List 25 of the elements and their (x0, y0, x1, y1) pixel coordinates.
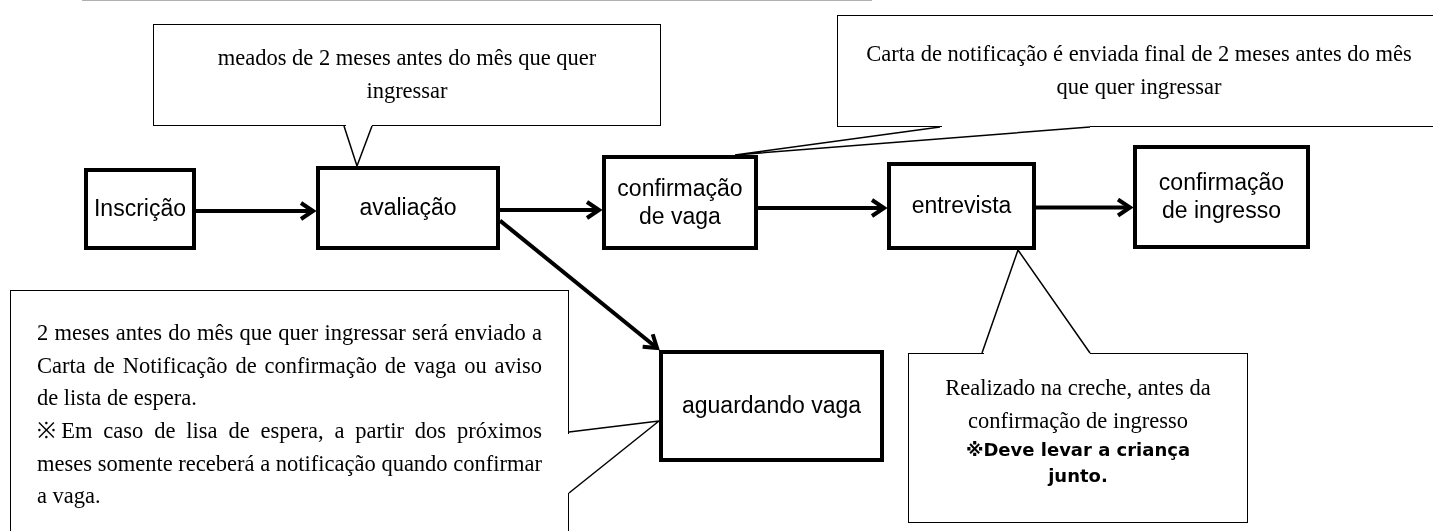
callout-pointer (734, 126, 1091, 156)
arrow (1036, 197, 1132, 218)
process-box: Inscrição (84, 168, 196, 250)
arrow (758, 198, 886, 218)
callout-text: Carta de notificação é enviada final de 2 meses antes do mês que quer ingressar (866, 40, 1412, 101)
callout-text: meados de 2 meses antes do mês que quer ingressar (216, 44, 598, 105)
process-box: avaliação (316, 166, 500, 250)
arrow (498, 219, 659, 350)
process-box: entrevista (887, 162, 1036, 250)
arrow (196, 201, 315, 221)
callout-box (908, 353, 1248, 523)
callout-note: ※Deve levar a criança junto. (964, 438, 1192, 488)
callout-box (10, 290, 569, 531)
callout-pointer (981, 249, 1091, 354)
callout-text: 2 meses antes do mês que quer ingressar será enviado a Carta de Notificação de confirmação de vaga ou aviso de lista de espera. (37, 319, 542, 413)
arrow (500, 200, 601, 220)
process-box: aguardando vaga (659, 350, 884, 462)
callout-text: Realizado na creche, antes da confirmação de ingresso (944, 374, 1212, 435)
callout-box (837, 15, 1433, 127)
callout-box (153, 24, 661, 126)
callout-pointer (568, 420, 660, 494)
process-box: confirmação de vaga (602, 155, 758, 250)
callout-pointer (343, 125, 373, 167)
callout-text: ※Em caso de lisa de espera, a partir dos próximos meses somente receberá a notificação quando confirmar a vaga. (37, 417, 542, 511)
process-box: confirmação de ingresso (1133, 145, 1310, 249)
